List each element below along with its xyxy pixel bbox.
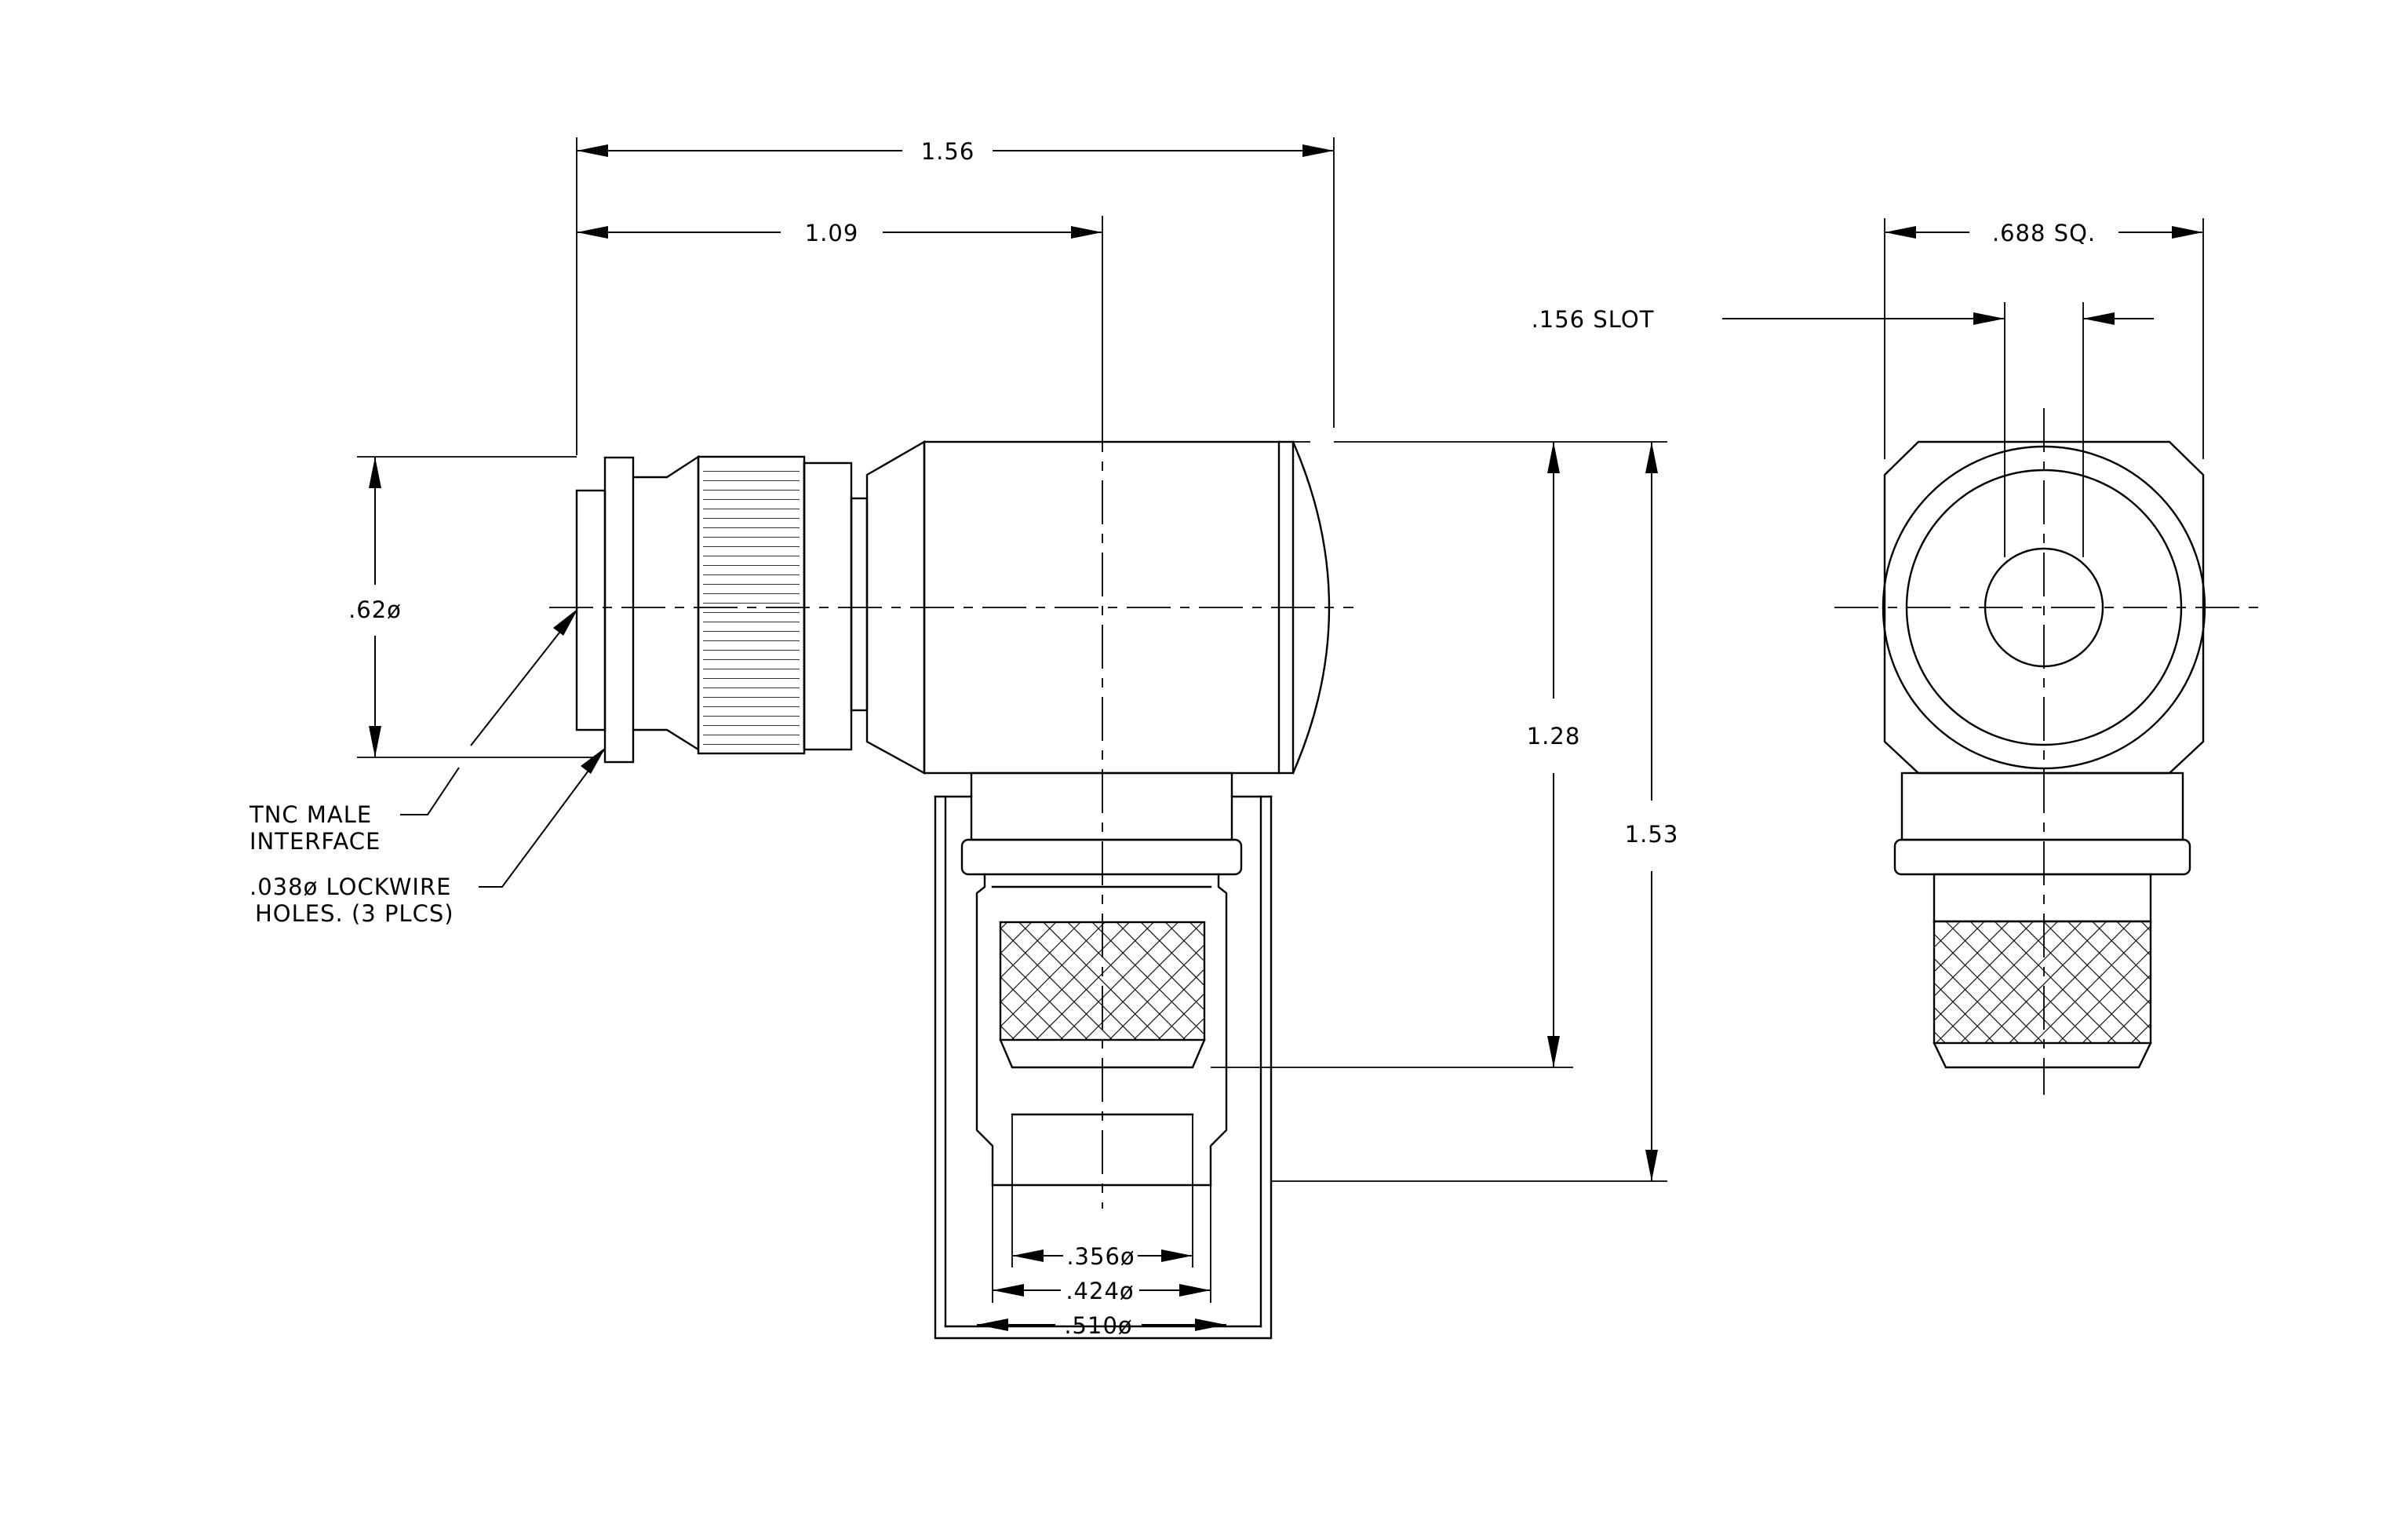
callout-lockwire-1: .038ø LOCKWIRE xyxy=(250,874,451,900)
interface-face xyxy=(575,489,607,731)
coupling-taper xyxy=(632,454,700,752)
end-view xyxy=(1834,408,2260,1095)
dim-interface-dia: .62ø xyxy=(348,596,402,623)
body-ring xyxy=(960,838,1243,876)
dim-square: .688 SQ. xyxy=(1992,220,2096,246)
side-view xyxy=(549,408,1353,1340)
dim-to-center: 1.09 xyxy=(805,220,859,246)
lockwire-flange xyxy=(603,456,635,764)
coupling-nut-ribs xyxy=(703,465,800,747)
end-neck xyxy=(1900,771,2184,841)
dimension-lines xyxy=(357,137,2204,1331)
nut-collar xyxy=(803,461,853,751)
dim-slot: .156 SLOT xyxy=(1532,306,1655,333)
dim-overall-height: 1.53 xyxy=(1625,821,1679,848)
labels: 1.56 1.09 .62ø 1.28 1.53 .688 SQ. .156 S… xyxy=(249,138,2096,1339)
dim-outer-dia: .510ø xyxy=(1064,1312,1132,1339)
end-knurled-ferrule xyxy=(1933,920,2152,1045)
callout-interface-2: INTERFACE xyxy=(250,828,381,855)
dim-height-to-crimp: 1.28 xyxy=(1527,723,1581,750)
body-neck xyxy=(970,771,1233,841)
end-ring xyxy=(1893,838,2191,876)
dim-overall-length: 1.56 xyxy=(921,138,975,165)
callout-interface-1: TNC MALE xyxy=(249,801,372,828)
dim-inner-dia: .356ø xyxy=(1066,1243,1135,1270)
dim-mid-dia: .424ø xyxy=(1066,1278,1134,1304)
callout-lockwire-2: HOLES. (3 PLCS) xyxy=(255,900,454,927)
